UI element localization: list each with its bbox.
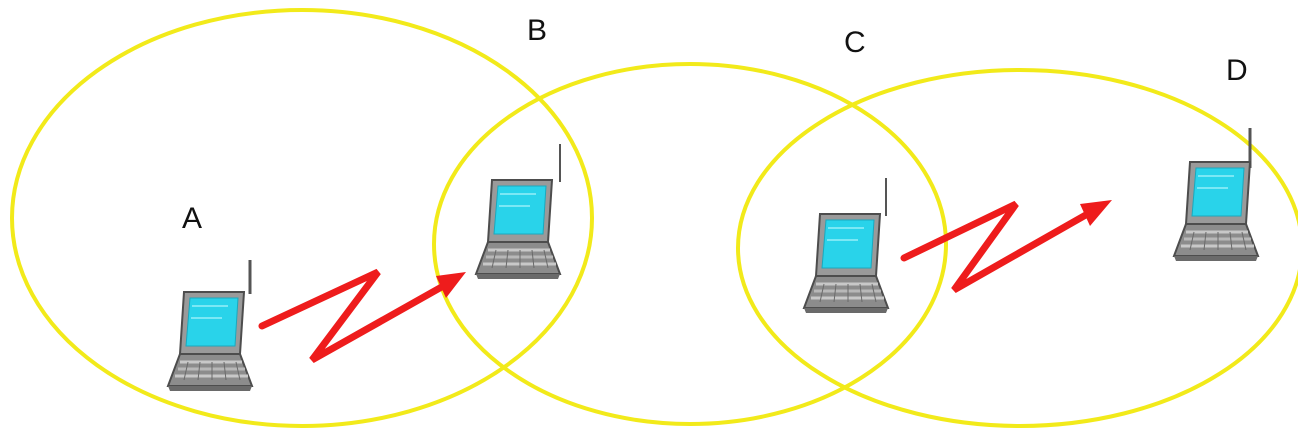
signal-c-to-d [900, 200, 1112, 294]
laptop-icon [166, 128, 1260, 393]
coverage-circle-b [432, 62, 948, 426]
coverage-circle-c [736, 68, 1298, 428]
signal-a-to-b [258, 268, 466, 364]
node-label-a: A [182, 202, 202, 235]
coverage-circles [10, 8, 1298, 428]
coverage-circle-a [10, 8, 594, 428]
node-label-d: D [1226, 54, 1248, 87]
node-label-c: C [844, 26, 866, 59]
node-labels: A B C D [182, 14, 1248, 235]
wireless-signal-icon [258, 200, 1112, 364]
laptop-a-icon [166, 260, 254, 393]
node-label-b: B [527, 14, 547, 47]
laptop-b-icon [474, 144, 562, 281]
laptop-c-icon [802, 178, 890, 315]
laptop-d-icon [1172, 128, 1260, 263]
